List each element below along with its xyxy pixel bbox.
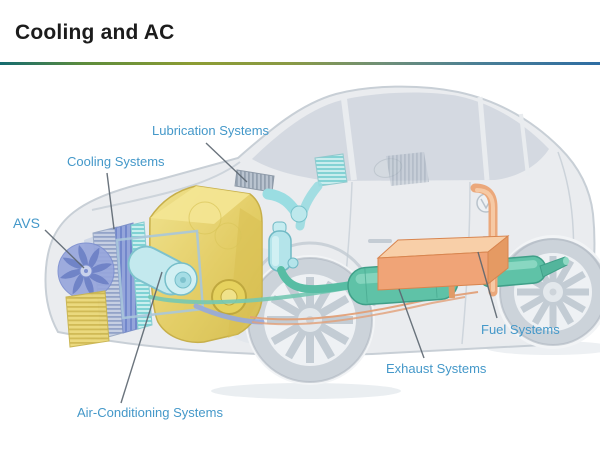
tailpipe (539, 256, 568, 278)
ac-compressor (127, 245, 198, 296)
leader-air-conditioning (120, 271, 163, 404)
label-exhaust-systems: Exhaust Systems (386, 361, 487, 376)
fuel-tank (376, 234, 510, 291)
door-handle (368, 239, 392, 243)
fuel-line (251, 296, 466, 326)
air-intake (234, 169, 308, 223)
label-air-conditioning-systems: Air-Conditioning Systems (77, 405, 223, 420)
leader-lubrication (205, 142, 248, 183)
title-rule (0, 62, 600, 65)
label-lubrication-systems: Lubrication Systems (152, 123, 270, 138)
seat (386, 152, 429, 186)
leader-avs (44, 229, 85, 269)
fuel-system (376, 183, 510, 299)
leader-lines (44, 142, 498, 404)
catalytic-converter (268, 221, 299, 272)
leader-cooling (106, 172, 115, 230)
oil-cooler (65, 290, 110, 348)
underbody-systems (249, 183, 569, 326)
label-avs: AVS (13, 215, 40, 231)
leader-exhaust (398, 288, 425, 359)
page-title: Cooling and AC (15, 21, 175, 44)
leader-fuel (477, 251, 498, 319)
label-cooling-systems: Cooling Systems (67, 154, 165, 169)
label-fuel-systems: Fuel Systems (481, 322, 560, 337)
engine-bay (57, 169, 354, 348)
